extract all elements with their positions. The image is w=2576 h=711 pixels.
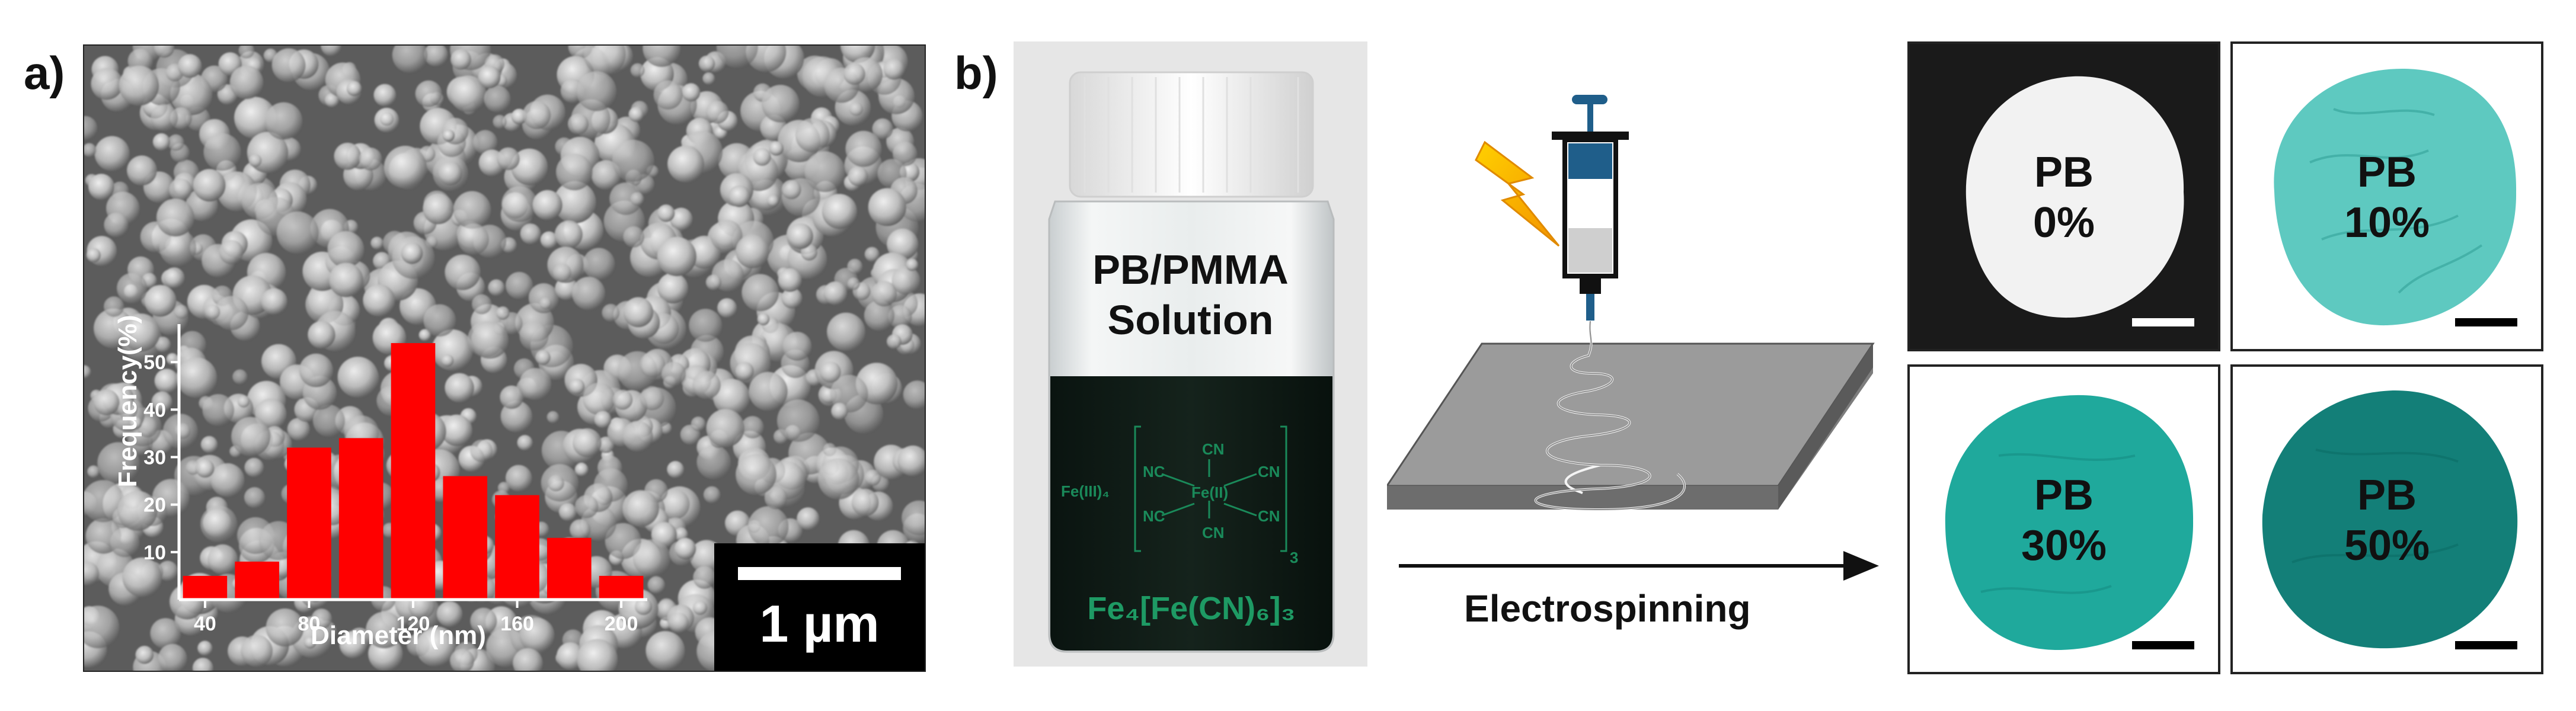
membrane-pb-50: PB 50% (2230, 364, 2543, 674)
vial-label-line1: PB/PMMA (1092, 246, 1289, 293)
membrane-scale-bar (2132, 641, 2194, 649)
panel-a-label: a) (24, 47, 65, 99)
histogram-y-tick-label: 40 (143, 399, 166, 421)
histogram-x-tick-label: 120 (397, 613, 430, 635)
schematic-drawing (1385, 95, 1875, 511)
membrane-label-line2: 10% (2344, 199, 2430, 246)
membrane-label-line1: PB (2357, 472, 2417, 519)
ligand-cn-top: CN (1202, 440, 1225, 458)
vial-illustration: CN CN NC NC CN CN Fe(II) Fe(III)₄ 3 Fe₄[… (1048, 71, 1335, 653)
histogram-bar (287, 447, 331, 600)
histogram-x-tick-label: 80 (298, 613, 321, 635)
histogram-x-label: Diameter (nm) (311, 621, 486, 650)
membrane-pb-30: PB 30% (1907, 364, 2220, 674)
membrane-label-line2: 50% (2344, 522, 2430, 569)
vial-label-line2: Solution (1107, 297, 1274, 343)
histogram-bar (599, 575, 644, 600)
membrane-scale-bar (2132, 318, 2194, 326)
membrane-disc (2233, 44, 2541, 349)
syringe-icon (1552, 95, 1629, 321)
scale-bar-box: 1 µm (714, 543, 925, 671)
outer-iron: Fe(III)₄ (1061, 482, 1110, 500)
ligand-nc-left-bottom: NC (1143, 507, 1165, 525)
histogram-bar (547, 537, 592, 600)
membrane-disc (1910, 367, 2218, 672)
scale-bar-label: 1 µm (759, 594, 880, 653)
histogram-x-tick-label: 160 (500, 613, 534, 635)
collector-plate (1385, 342, 1875, 510)
ligand-cn-right-top: CN (1258, 463, 1280, 481)
histogram-y-tick-label: 20 (143, 494, 166, 517)
membrane-scale-bar (2455, 641, 2517, 649)
ligand-cn-bottom: CN (1202, 524, 1225, 542)
membrane-label-line1: PB (2034, 472, 2094, 519)
ligand-cn-right-bottom: CN (1258, 507, 1280, 525)
panel-b-label: b) (954, 47, 998, 99)
histogram-bar (235, 561, 279, 600)
membrane-label-line1: PB (2357, 149, 2417, 196)
high-voltage-icon (1475, 140, 1560, 247)
prussian-blue-structure (1134, 425, 1287, 552)
histogram-bar (495, 495, 539, 600)
structure-subscript: 3 (1290, 549, 1298, 566)
membrane-disc (2233, 367, 2541, 672)
diameter-histogram: 10 20 30 40 50 40 80 120 160 200 Frequency(%) Dia… (113, 315, 647, 650)
process-arrow (1399, 551, 1879, 581)
histogram-y-tick-label: 10 (143, 542, 166, 564)
vial-photo: CN CN NC NC CN CN Fe(II) Fe(III)₄ 3 Fe₄[… (1014, 41, 1367, 667)
histogram-y-tick-label: 50 (143, 351, 166, 374)
membrane-label-line2: 30% (2021, 522, 2107, 569)
histogram-y-tick-label: 30 (143, 446, 166, 469)
sem-image-panel: 10 20 30 40 50 40 80 120 160 200 Frequency(%) Dia… (83, 44, 926, 672)
ligand-nc-left-top: NC (1143, 463, 1165, 481)
formula-label: Fe₄[Fe(CN)₆]₃ (1087, 591, 1295, 626)
histogram-bar (338, 438, 383, 600)
membrane-pb-0: PB 0% (1907, 41, 2220, 351)
membrane-label-line1: PB (2034, 149, 2094, 196)
histogram-x-tick-label: 40 (194, 613, 216, 635)
membrane-label-line2: 0% (2032, 199, 2095, 246)
scale-bar-line (738, 567, 901, 580)
histogram-bar (183, 575, 228, 600)
membrane-scale-bar (2455, 318, 2517, 326)
histogram-bar (443, 476, 488, 600)
electrospinning-schematic: Electrospinning (1385, 95, 1891, 630)
center-iron: Fe(II) (1191, 483, 1228, 501)
histogram-x-tick-label: 200 (605, 613, 638, 635)
membrane-disc (1910, 44, 2218, 349)
histogram-y-label: Frequency(%) (113, 315, 142, 488)
membrane-pb-10: PB 10% (2230, 41, 2543, 351)
histogram-bar (391, 343, 436, 600)
process-label: Electrospinning (1464, 587, 1751, 630)
